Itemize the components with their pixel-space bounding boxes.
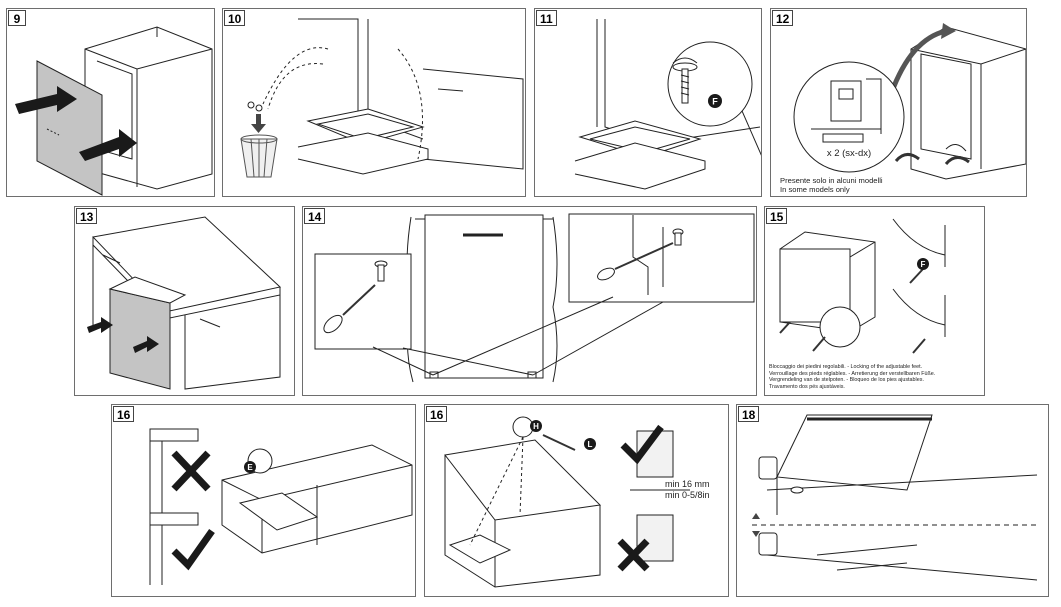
cross-mark-icon [171,450,211,492]
arrow-icon [251,114,266,133]
panel-step-16-a: 16 E [111,404,416,597]
panel-step-12: 12 x 2 (sx-dx) Presente solo in alcuni m… [770,8,1027,197]
min-depth-mm-label: min 16 mm [665,479,710,489]
arrow-icon [888,28,947,95]
detail-zoom-circle [667,41,753,127]
door-panel [109,288,171,390]
step-13-illustration [87,216,282,390]
check-mark-icon [171,528,215,571]
screw-icon [247,101,263,112]
part-marker-h: H [530,420,542,432]
part-marker-e: E [244,461,256,473]
svg-text:F: F [712,97,718,107]
svg-text:L: L [588,440,593,449]
panel-step-13: 13 [74,206,295,396]
step-number: 13 [76,208,98,224]
step-number: 14 [304,208,326,224]
bin-icon [240,134,278,178]
screwdriver-icon [323,242,674,334]
cross-mark-icon [617,538,650,572]
screw-icon [672,57,698,104]
step-16b-illustration: H L min 16 mm min 0-5/8in [444,416,710,588]
feet-locking-note: Bloccaggio dei piedini regolabili. - Loc… [769,364,936,390]
step-9-illustration [15,26,213,196]
svg-text:H: H [533,422,539,431]
step-12-illustration: x 2 (sx-dx) [793,23,1026,180]
check-mark-icon [620,424,664,465]
step-10-illustration [240,18,524,178]
arrow-icon [15,86,137,161]
step-16a-illustration: E [149,428,413,585]
step-number: 10 [224,10,246,26]
screw-icon [374,228,684,282]
screwdriver-icon [779,268,926,354]
panel-step-14: 14 [302,206,757,396]
step-11-illustration: F [574,19,761,190]
step-number: 15 [766,208,788,224]
panel-step-11: 11 F [534,8,762,197]
panel-step-18: 18 [736,404,1049,597]
quantity-label: x 2 (sx-dx) [827,148,871,159]
step-15-illustration: F [779,218,946,354]
step-number: 16 [426,406,448,422]
panel-step-16-b: 16 H L min 16 mm [424,404,729,597]
part-marker-l: L [584,438,596,450]
arrow-icon [752,513,760,537]
part-marker-f: F [917,258,929,270]
panel-step-15: 15 F Bloccaggio dei piedini regolabili. … [764,206,985,396]
step-number: 18 [738,406,760,422]
screwdriver-icon [894,153,970,166]
step-number: 9 [8,10,26,26]
step-number: 11 [536,10,557,26]
door-panel [36,60,103,196]
panel-step-9: 9 [6,8,215,197]
bin-icon [758,456,804,556]
step-number: 12 [772,10,794,26]
panel-step-10: 10 [222,8,526,197]
step-18-illustration [752,414,1038,581]
arrow-icon [87,317,159,353]
models-note: Presente solo in alcuni modelli In some … [780,176,883,194]
min-depth-in-label: min 0-5/8in [665,490,710,500]
part-marker-f: F [708,94,722,108]
screwdriver-icon [542,434,576,451]
step-number: 16 [113,406,135,422]
detail-zoom-circle [793,61,905,173]
svg-text:E: E [247,463,253,472]
svg-text:F: F [921,260,926,269]
step-14-illustration [314,213,755,383]
